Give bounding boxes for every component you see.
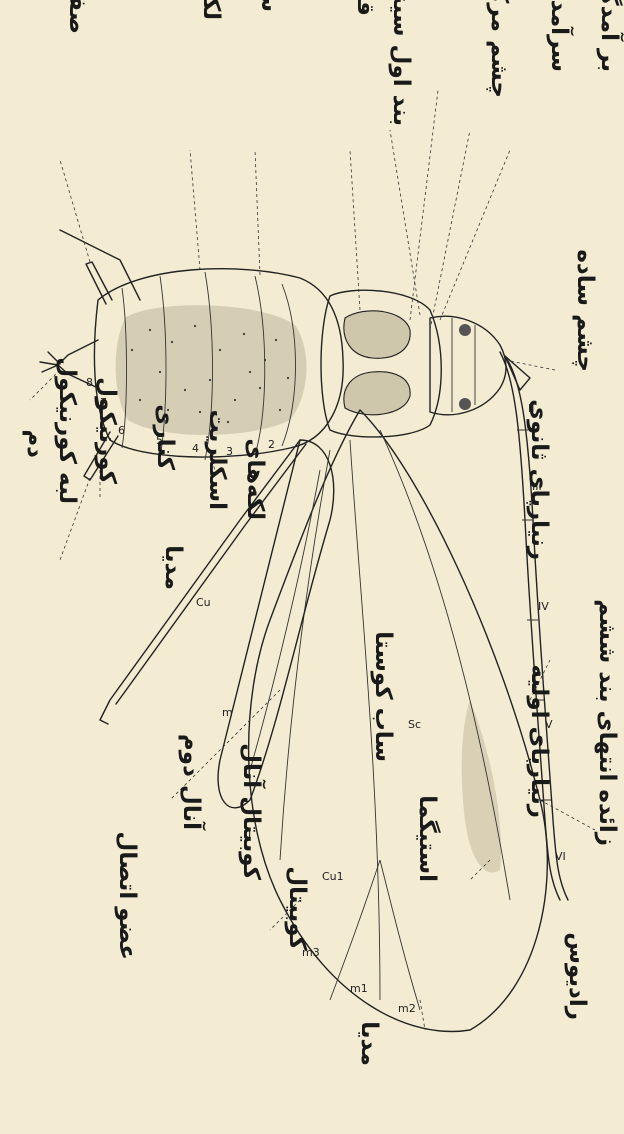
label-lateral-sclerites-b: اسکلریت	[204, 409, 230, 510]
label-cubital-anal: کوبیتال آنال	[238, 743, 267, 881]
label-dorsal-sclerite: لکه اسکلریت پشتی	[198, 0, 224, 20]
label-radius: رادیوس	[564, 932, 590, 1020]
label-cauda: دم	[22, 429, 48, 458]
compound-eye	[459, 398, 471, 410]
vein-code: m1	[350, 982, 368, 995]
label-primary-sensoria: رنیارپای اولیه	[526, 664, 552, 818]
labels: بر آمدگی کنار شاخک سرآمدگی کنار چشم چشم …	[22, 0, 624, 1066]
label-secondary-sensoria: رنیارپای ثانوی	[526, 399, 552, 560]
thorax-lobe-lower	[344, 372, 410, 415]
label-media-top: مدیا	[160, 545, 186, 590]
abdomen-segment-number: 4	[192, 442, 199, 455]
vein-code: Cu	[196, 596, 211, 609]
label-media-bottom: مدیا	[356, 1021, 382, 1066]
label-compound-eye: چشم مرکب	[486, 0, 512, 98]
antenna-segment-number: VI	[555, 850, 566, 863]
label-prothorax: بند اول سینه	[388, 0, 414, 126]
label-anal-vein: آنال دوم	[178, 734, 207, 831]
label-sixth-segment-tip: زائده انتهای بند ششم	[594, 599, 620, 846]
stigma-patch	[462, 700, 501, 873]
label-thorax-plates: قطعات پشت سینه	[352, 0, 378, 16]
label-simple-eye: چشم ساده	[572, 249, 598, 372]
label-lateral-sclerites-a: لکه‌های	[242, 438, 268, 520]
label-cubitus: کوبیتال	[284, 866, 310, 950]
label-stigma: استیگما	[414, 795, 441, 882]
vein-code: m2	[398, 1002, 416, 1015]
label-cornicle: کورنیکول	[94, 377, 120, 484]
abdomen-segment-number: 8	[86, 376, 93, 389]
leg	[60, 230, 140, 300]
abdomen-segment-number: 2	[268, 438, 275, 451]
thorax-lobe-upper	[344, 311, 410, 358]
label-spiracles: سوراخ‌های تنفس	[256, 0, 282, 12]
label-joint-organ: عضو اتصال	[114, 831, 140, 960]
label-subcosta: ساب کوستا	[370, 631, 396, 762]
leg	[100, 440, 300, 724]
hindwing	[218, 440, 334, 808]
label-horn-edge: بر آمدگی کنار شاخک	[596, 0, 624, 72]
vein-code: Cu1	[322, 870, 344, 883]
antenna-segment-number: IV	[538, 600, 549, 613]
label-eye-edge-bump: سرآمدگی کنار چشم	[546, 0, 575, 72]
compound-eye	[459, 324, 471, 336]
label-anal-plate: صفحه زیر مخرج	[64, 0, 90, 34]
label-lateral-sclerites-c: کناری	[152, 404, 178, 470]
vein-code: Sc	[408, 718, 421, 731]
cubitus-vein	[280, 450, 330, 860]
vein-code: m	[222, 706, 233, 719]
label-cornicle-lip: لبه کورنیکول	[54, 357, 80, 504]
cornicle	[86, 262, 112, 304]
